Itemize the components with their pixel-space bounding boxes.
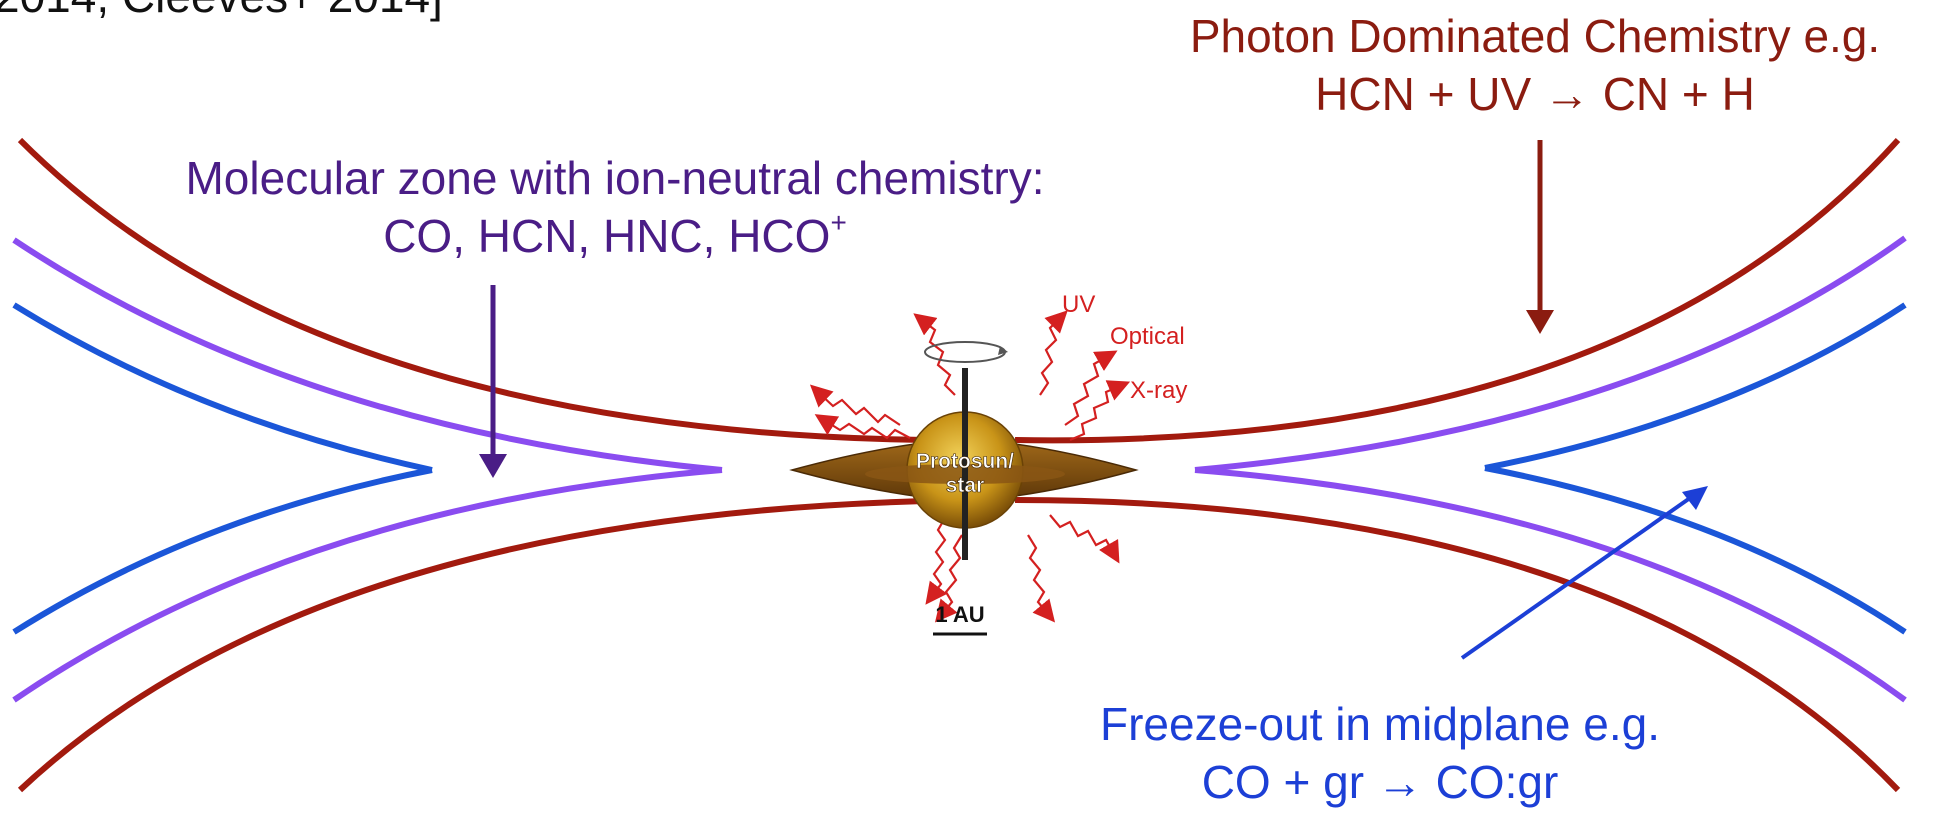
radiation-arrow xyxy=(809,384,901,426)
right-red-lower-curve xyxy=(1014,497,1901,793)
radiation-arrow xyxy=(1064,350,1118,426)
radiation-arrow xyxy=(1049,514,1120,564)
molecular-zone-label: Molecular zone with ion-neutral chemistr… xyxy=(90,150,1140,265)
photon-arrowhead xyxy=(1526,310,1554,334)
radiation-arrow xyxy=(1069,380,1131,442)
photon-chemistry-label: Photon Dominated Chemistry e.g. HCN + UV… xyxy=(1110,8,1959,123)
molecular-label-superscript: + xyxy=(830,206,847,238)
radiation-arrow xyxy=(1039,310,1068,396)
freeze-arrow-line xyxy=(1460,496,1692,660)
radiation-arrow xyxy=(913,313,956,396)
molecular-label-line1: Molecular zone with ion-neutral chemistr… xyxy=(185,152,1045,204)
right-purple-lower-curve xyxy=(1194,467,1907,703)
radiation-arrows xyxy=(809,310,1131,623)
xray-label: X-ray xyxy=(1130,377,1187,404)
radiation-arrow xyxy=(1027,534,1056,623)
radiation-arrow xyxy=(925,517,948,605)
left-purple-upper-curve xyxy=(12,237,723,473)
right-red-upper-curve xyxy=(1014,137,1901,444)
radiation-arrow xyxy=(814,414,911,440)
right-blue-lower-curve xyxy=(1484,465,1907,635)
left-purple-lower-curve xyxy=(12,467,723,703)
molecular-label-line2: CO, HCN, HNC, HCO xyxy=(383,209,831,262)
right-purple-upper-curve xyxy=(1194,235,1907,473)
photon-label-line1: Photon Dominated Chemistry e.g. xyxy=(1189,10,1881,62)
molecular-arrowhead xyxy=(479,454,507,478)
citation-text: 2014; Cleeves+ 2014] xyxy=(0,0,443,26)
molecular-label-line2-wrap: CO, HCN, HNC, HCO+ xyxy=(90,208,1140,266)
rotation-ellipse xyxy=(924,341,1006,363)
star-label: Protosun/ xyxy=(916,450,1014,473)
right-curves xyxy=(1014,137,1907,793)
left-red-lower-curve xyxy=(17,497,1006,793)
uv-label: UV xyxy=(1062,291,1095,318)
optical-label: Optical xyxy=(1110,323,1185,350)
freeze-arrowhead xyxy=(1682,486,1708,510)
right-blue-upper-curve xyxy=(1484,302,1907,471)
freeze-label-line1: Freeze-out in midplane e.g. xyxy=(1100,698,1660,750)
star-label-2: star xyxy=(946,474,985,497)
radiation-arrow xyxy=(934,534,963,623)
pointer-arrows xyxy=(479,140,1708,660)
left-blue-lower-curve xyxy=(12,467,433,635)
left-red-upper-curve xyxy=(17,137,1006,444)
protostar-inset: Protosun/ star UV Optical X-ray 1 AU xyxy=(789,291,1187,636)
left-blue-upper-curve xyxy=(12,302,433,473)
freeze-out-label: Freeze-out in midplane e.g. CO + gr → CO… xyxy=(1030,696,1730,811)
left-curves xyxy=(12,137,1006,793)
photon-label-line2: HCN + UV → CN + H xyxy=(1315,67,1755,120)
rotation-arrowhead xyxy=(998,346,1008,355)
freeze-label-line2: CO + gr → CO:gr xyxy=(1201,755,1559,808)
scale-label: 1 AU xyxy=(935,602,984,627)
